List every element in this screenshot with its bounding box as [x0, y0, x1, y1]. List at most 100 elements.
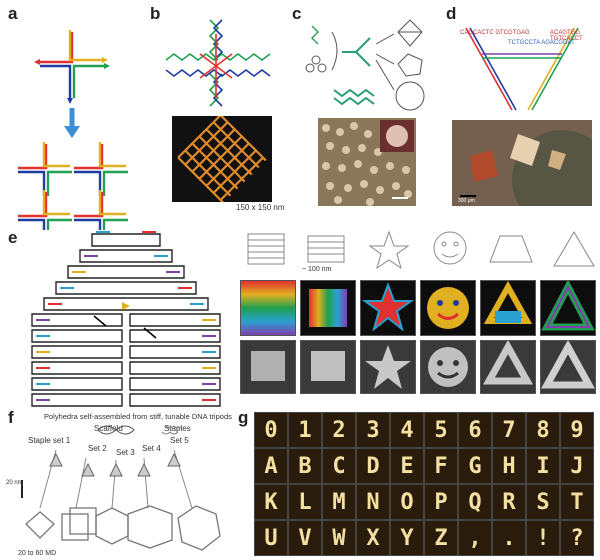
letter-tile: !	[526, 520, 560, 556]
panel-d-crystal-image	[452, 120, 592, 206]
letter-tile: 6	[458, 412, 492, 448]
scaffold-loop	[97, 425, 135, 435]
letter-tile: 3	[356, 412, 390, 448]
letter-tile: D	[356, 448, 390, 484]
panel-e-origami-route	[31, 231, 221, 407]
colored-square-1	[240, 280, 296, 336]
letter-tile: B	[288, 448, 322, 484]
afm-smiley	[420, 340, 476, 394]
letter-tile: M	[322, 484, 356, 520]
letter-tile: Y	[390, 520, 424, 556]
panel-f-staples: Staples	[164, 424, 191, 433]
letter-tile: X	[356, 520, 390, 556]
letter-tile: 4	[390, 412, 424, 448]
colored-triangle	[540, 280, 596, 336]
afm-rect-triangle	[480, 340, 536, 394]
panel-e-designs	[247, 230, 595, 270]
polyhedron-pentagonal	[127, 505, 173, 549]
letter-tile: J	[560, 448, 594, 484]
panel-f-scaffold: Scaffold	[94, 424, 123, 433]
single-tile	[40, 30, 104, 98]
panel-f-set-4: Set 4	[142, 444, 161, 453]
letter-tile: V	[288, 520, 322, 556]
letter-tile: ,	[458, 520, 492, 556]
letter-tile: L	[288, 484, 322, 520]
letter-tile: R	[492, 484, 526, 520]
letter-tile: P	[424, 484, 458, 520]
letter-tile: 8	[526, 412, 560, 448]
letter-tile: F	[424, 448, 458, 484]
design-smiley	[433, 231, 467, 265]
colored-star	[360, 280, 416, 336]
letter-tile: 9	[560, 412, 594, 448]
letter-tile: C	[322, 448, 356, 484]
letter-tile: I	[526, 448, 560, 484]
panel-d-seq-mid: TCTGCCTA AGACGGAT	[508, 40, 575, 46]
panel-b-scale: 150 x 150 nm	[236, 203, 285, 212]
panel-e-scale: ~ 100 nm	[302, 266, 332, 273]
polyhedron-cube	[61, 507, 97, 541]
panel-b-afm-image	[172, 114, 272, 204]
letter-tile: S	[526, 484, 560, 520]
design-rectangle-triangle	[489, 235, 533, 263]
letter-tile: A	[254, 448, 288, 484]
polyhedron-prism	[95, 507, 129, 545]
letter-tile: K	[254, 484, 288, 520]
letter-tile: Z	[424, 520, 458, 556]
panel-label-d: d	[446, 4, 457, 23]
letter-tile: 1	[288, 412, 322, 448]
single-tile-arrowheads	[34, 57, 110, 104]
letter-tile: E	[390, 448, 424, 484]
panel-b-cross-diagram	[165, 19, 271, 107]
letter-tile: 5	[424, 412, 458, 448]
panel-label-e: e	[8, 228, 18, 247]
design-square-2	[307, 235, 345, 263]
letter-tile: W	[322, 520, 356, 556]
afm-triangle	[540, 340, 596, 394]
polyhedron-hexagonal	[177, 505, 221, 551]
design-triangle	[553, 231, 595, 267]
letter-tile: ?	[560, 520, 594, 556]
panel-label-a: a	[8, 4, 18, 23]
panel-f-staple-set-1: Staple set 1	[28, 436, 71, 445]
polyhedron-tetra	[25, 511, 55, 539]
panel-c-tem-image	[318, 118, 416, 206]
letter-tile: Q	[458, 484, 492, 520]
colored-square-2	[300, 280, 356, 336]
panel-f-scale: 20 nm	[6, 480, 23, 486]
letter-tile: H	[492, 448, 526, 484]
letter-tile: 7	[492, 412, 526, 448]
letter-tile: O	[390, 484, 424, 520]
panel-a-diagram	[18, 30, 128, 230]
design-star	[368, 230, 410, 270]
afm-square-1	[240, 340, 296, 394]
letter-tile: N	[356, 484, 390, 520]
panel-d-seq-left: CAGCACTC GTCGTGAG	[460, 30, 530, 36]
letter-tile: 0	[254, 412, 288, 448]
panel-f-mass: 20 to 60 MD	[18, 550, 57, 557]
letter-tile: 2	[322, 412, 356, 448]
panel-label-c: c	[292, 4, 302, 23]
panel-d-scale: 300 μm	[458, 198, 475, 204]
panel-d-diagram	[465, 27, 579, 111]
panel-label-g: g	[238, 408, 249, 427]
colored-smiley	[420, 280, 476, 336]
panel-f-set-2: Set 2	[88, 444, 107, 453]
lattice-tiles	[18, 142, 128, 230]
panel-label-b: b	[150, 4, 161, 23]
letter-tile: T	[560, 484, 594, 520]
afm-star	[360, 340, 416, 394]
panel-c-diagram	[305, 19, 425, 111]
panel-d-seq-right: ACAGTGG TGTCACCT	[550, 30, 583, 42]
letter-tile: .	[492, 520, 526, 556]
letter-tile: G	[458, 448, 492, 484]
afm-square-2	[300, 340, 356, 394]
panel-f-title: Polyhedra self-assembled from stiff, tun…	[44, 412, 232, 421]
panel-f-set-3: Set 3	[116, 448, 135, 457]
colored-rect-triangle	[480, 280, 536, 336]
panel-f-set-5: Set 5	[170, 436, 189, 445]
letter-tile: U	[254, 520, 288, 556]
panel-label-f: f	[8, 408, 14, 427]
design-square-1	[247, 233, 285, 265]
